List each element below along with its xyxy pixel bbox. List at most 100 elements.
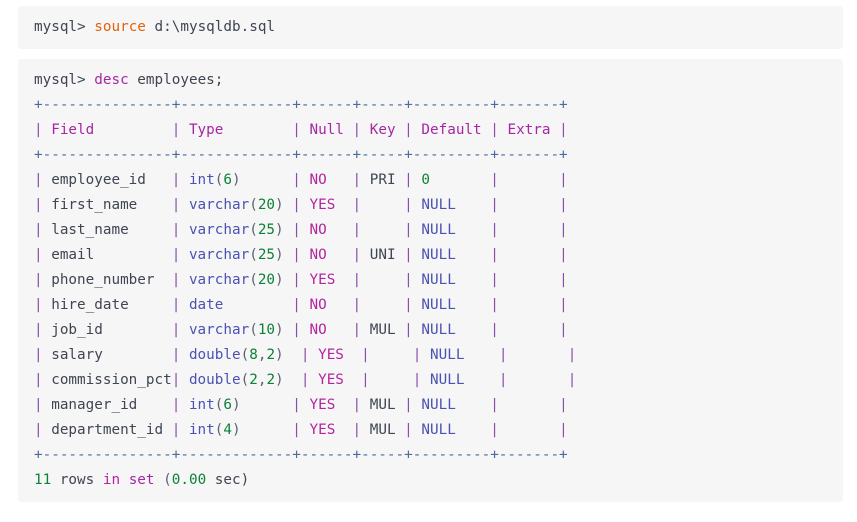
code-token: | |	[455, 397, 568, 413]
code-token: |	[34, 122, 52, 138]
code-token: |	[34, 247, 52, 263]
code-token: (	[249, 272, 258, 288]
row-employee-id: | employee_id | int(6) | NO | PRI | 0 | …	[34, 172, 568, 188]
code-token: (	[249, 222, 258, 238]
code-token: source	[94, 19, 146, 35]
code-token: (	[249, 322, 258, 338]
code-token: (	[154, 472, 172, 488]
code-token: 8	[249, 347, 258, 363]
row-hire-date: | hire_date | date | NO | | NULL | |	[34, 297, 568, 313]
code-token: |	[335, 397, 370, 413]
code-token: |	[223, 297, 310, 313]
code-token: double	[188, 347, 241, 363]
code-token: | |	[335, 197, 422, 213]
row-commission-pct: | commission_pct| double(2,2) | YES | | …	[34, 372, 576, 388]
code-block-desc-output: mysql> desc employees; +---------------+…	[18, 59, 843, 502]
code-token: set	[128, 472, 155, 488]
code-token: ,	[257, 372, 267, 388]
code-token: |	[34, 372, 52, 388]
code-token: |	[343, 122, 370, 138]
code-token: NULL	[421, 197, 456, 213]
code-token: 25	[257, 247, 276, 263]
code-token: (	[249, 197, 258, 213]
code-token: | |	[455, 422, 568, 438]
code-token: int	[188, 172, 215, 188]
code-token: |	[335, 422, 370, 438]
code-token: |	[326, 322, 370, 338]
code-token: department_id	[51, 422, 164, 438]
code-token: in	[102, 472, 121, 488]
code-block-source-command: mysql> source d:\mysqldb.sql	[18, 6, 843, 49]
rule-top: +---------------+-------------+------+--…	[34, 97, 568, 113]
code-token: date	[188, 297, 224, 313]
code-token: phone_number	[51, 272, 155, 288]
code-token: 4	[223, 422, 232, 438]
code-lines-desc[interactable]: mysql> desc employees; +---------------+…	[18, 68, 843, 493]
code-token: | |	[455, 297, 568, 313]
row-header: | Field | Type | Null | Key | Default | …	[34, 122, 568, 138]
code-token: Default	[421, 122, 482, 138]
code-token: |	[34, 422, 52, 438]
code-token: NULL	[430, 347, 465, 363]
code-token: varchar	[188, 222, 250, 238]
code-token: hire_date	[51, 297, 129, 313]
code-token: varchar	[188, 197, 250, 213]
code-lines-source[interactable]: mysql> source d:\mysqldb.sql	[18, 15, 843, 40]
line-source: mysql> source d:\mysqldb.sql	[34, 19, 275, 35]
code-token: |	[34, 222, 52, 238]
code-token: )	[232, 172, 241, 188]
code-token: MUL	[369, 422, 396, 438]
code-token: | |	[464, 372, 577, 388]
code-token: mysql>	[34, 72, 95, 88]
code-token: 6	[223, 172, 232, 188]
code-token: |	[283, 272, 310, 288]
code-token: |	[283, 372, 319, 388]
code-token: YES	[318, 347, 344, 363]
code-token: 20	[257, 197, 276, 213]
code-token: |	[395, 422, 422, 438]
code-token: | |	[455, 272, 568, 288]
code-token: last_name	[51, 222, 129, 238]
code-token: first_name	[51, 197, 138, 213]
code-token: NULL	[421, 422, 456, 438]
code-token: varchar	[188, 272, 250, 288]
code-token: |	[34, 297, 52, 313]
code-token: PRI	[369, 172, 396, 188]
code-token: |	[34, 197, 52, 213]
code-token: |	[283, 197, 310, 213]
row-phone-number: | phone_number | varchar(20) | YES | | N…	[34, 272, 568, 288]
code-token: |	[102, 322, 189, 338]
rule-bottom: +---------------+-------------+------+--…	[34, 447, 568, 463]
code-token: job_id	[51, 322, 103, 338]
code-token: |	[550, 122, 568, 138]
code-token: mysql>	[34, 19, 95, 35]
code-token: |	[171, 372, 189, 388]
code-token: employee_id	[51, 172, 146, 188]
code-token: |	[128, 222, 189, 238]
code-token: 2	[266, 347, 276, 363]
code-token: )	[232, 422, 241, 438]
code-token: | |	[455, 247, 568, 263]
code-token: (	[214, 397, 224, 413]
code-token: |	[283, 347, 319, 363]
code-token: desc	[94, 72, 129, 88]
code-token: |	[395, 172, 422, 188]
code-token: |	[102, 347, 189, 363]
code-token: )	[275, 222, 284, 238]
code-token: NO	[309, 297, 327, 313]
code-token: NULL	[421, 222, 456, 238]
code-token: Null	[309, 122, 344, 138]
code-token: +---------------+-------------+------+--…	[34, 147, 568, 163]
code-token: |	[395, 247, 422, 263]
code-token: |	[163, 422, 189, 438]
code-token: 2	[266, 372, 276, 388]
code-token: 0	[421, 172, 431, 188]
code-token: | |	[343, 372, 430, 388]
code-token: d:\mysqldb.sql	[145, 19, 276, 35]
code-token: (	[214, 172, 224, 188]
code-token: |	[128, 297, 189, 313]
code-token: |	[137, 397, 189, 413]
code-token: |	[94, 247, 189, 263]
code-token: | |	[326, 297, 422, 313]
code-token: |	[34, 272, 52, 288]
